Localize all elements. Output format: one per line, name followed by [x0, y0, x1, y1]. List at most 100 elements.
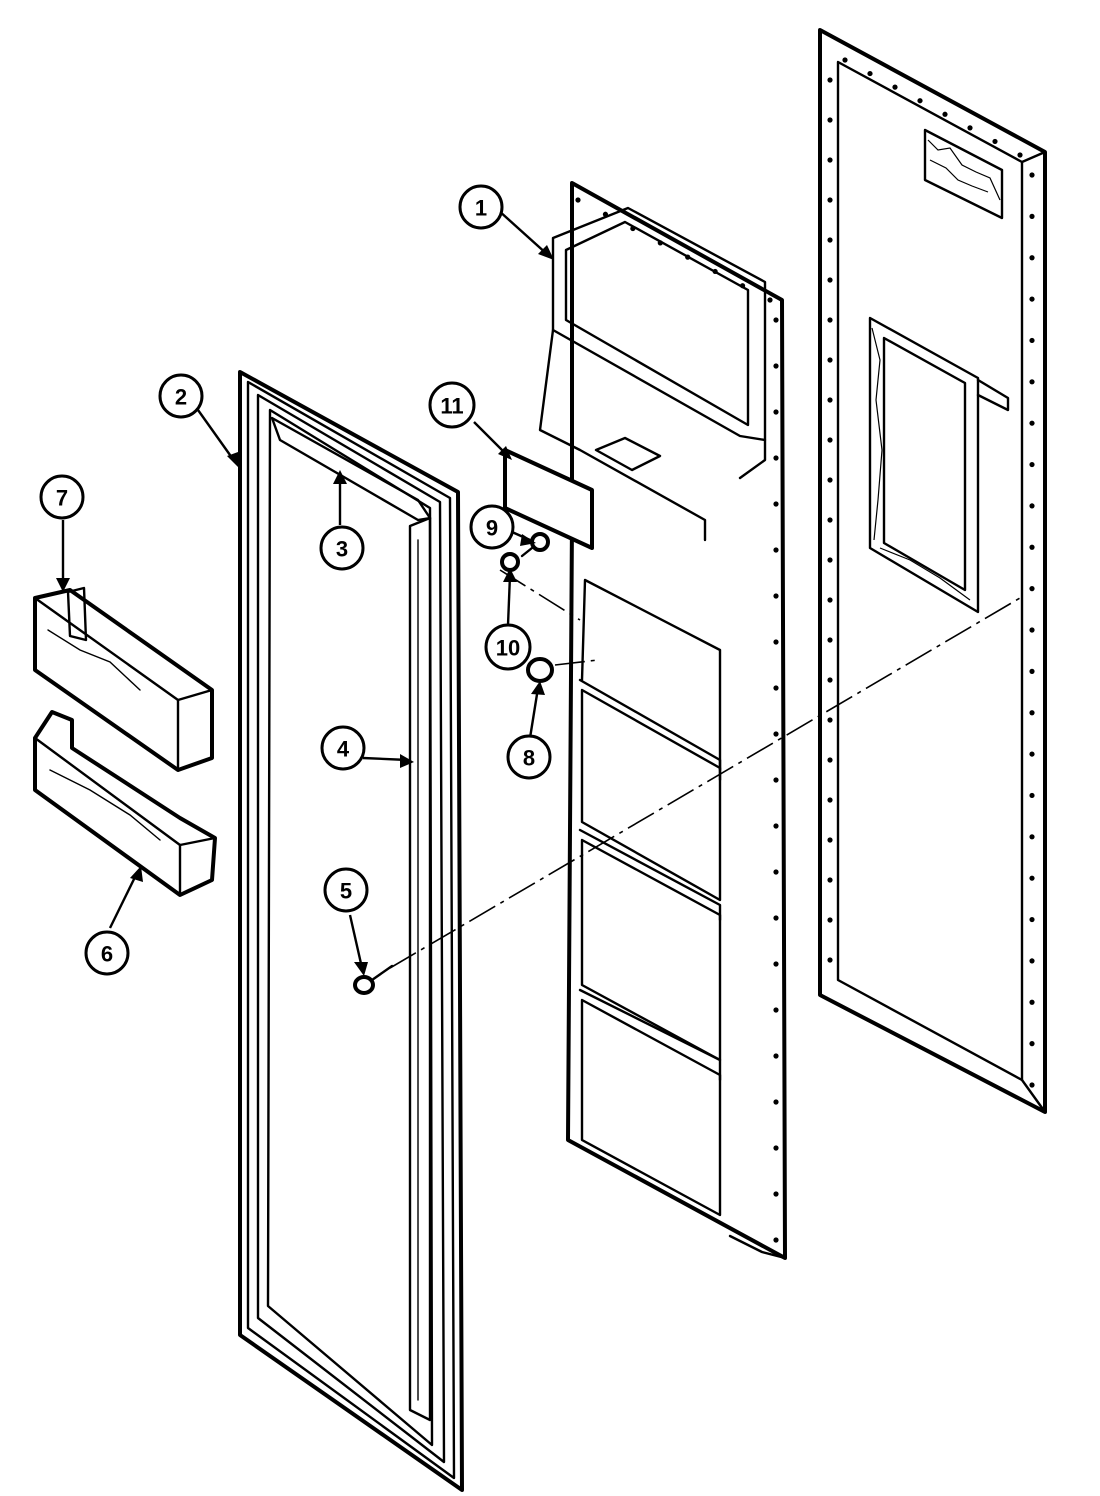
screw-9	[520, 532, 550, 558]
screw-hole	[773, 455, 779, 461]
screw-hole	[827, 277, 833, 283]
screw-hole	[773, 1237, 779, 1243]
door-gasket	[238, 370, 464, 1492]
screw-hole	[602, 211, 609, 217]
screw-hole	[827, 797, 833, 803]
screw-hole	[1029, 958, 1035, 964]
screw-hole	[657, 240, 663, 246]
callout-9: 9	[469, 504, 515, 550]
door-bin-top	[33, 586, 214, 772]
screw-hole	[892, 84, 898, 90]
screw-hole	[773, 501, 779, 507]
screw-hole	[867, 70, 873, 77]
screw-hole	[827, 517, 833, 523]
screw-hole	[1029, 668, 1035, 674]
screw-hole	[1029, 1041, 1035, 1047]
svg-text:5: 5	[340, 879, 352, 904]
callout-5: 5	[323, 867, 369, 913]
screw-hole	[1029, 213, 1035, 219]
plug-button	[526, 657, 554, 683]
screw-hole	[773, 1007, 779, 1013]
screw-hole	[1029, 503, 1035, 509]
svg-text:9: 9	[486, 516, 498, 541]
screw-hole	[827, 877, 833, 883]
screw-hole	[1029, 296, 1035, 302]
screw-hole	[685, 254, 691, 260]
screw-hole	[992, 138, 998, 145]
screw-hole	[767, 297, 773, 303]
screw-hole	[773, 823, 779, 829]
screw-hole	[773, 1191, 779, 1197]
screw-hole	[827, 917, 833, 923]
screw-hole	[1029, 999, 1035, 1005]
screw-hole	[827, 757, 833, 763]
screw-hole	[827, 117, 833, 123]
screw-hole	[827, 677, 833, 683]
screw-hole	[1029, 172, 1035, 178]
screw-hole	[1029, 337, 1035, 344]
screw-hole	[1029, 461, 1035, 468]
screw-hole	[773, 317, 779, 323]
callout-8: 8	[506, 734, 552, 780]
screw-hole	[1029, 751, 1035, 757]
screw-hole	[1029, 379, 1035, 385]
svg-text:1: 1	[475, 196, 487, 221]
screw-hole	[1029, 710, 1035, 716]
screw-hole	[827, 357, 833, 363]
callout-2: 2	[158, 373, 204, 419]
screw-hole	[827, 477, 833, 483]
screw-hole	[773, 363, 779, 369]
svg-text:8: 8	[523, 746, 535, 771]
screw-hole	[773, 869, 779, 875]
screw-hole	[917, 98, 923, 104]
screw-hole	[712, 268, 718, 275]
screw-hole	[1029, 875, 1035, 881]
screw-hole	[773, 593, 779, 599]
screw-hole	[773, 915, 779, 921]
screw-5	[353, 964, 394, 995]
screw-hole	[1029, 916, 1035, 923]
screw-hole	[773, 1099, 779, 1105]
screw-hole	[773, 547, 779, 553]
svg-text:10: 10	[496, 636, 520, 661]
callout-1: 1	[458, 184, 504, 230]
screw-hole	[1029, 544, 1035, 550]
screw-hole	[967, 125, 973, 131]
screw-hole	[942, 111, 948, 117]
screw-hole	[827, 597, 833, 603]
screw-hole	[1029, 586, 1035, 592]
callout-6: 6	[84, 930, 130, 976]
screw-hole	[1029, 834, 1035, 840]
screw-hole	[773, 639, 779, 645]
svg-text:4: 4	[337, 737, 350, 762]
screw-hole	[575, 197, 581, 203]
screw-hole	[827, 837, 833, 843]
screw-hole	[1029, 792, 1035, 799]
screw-hole	[827, 397, 833, 403]
nut-10	[500, 552, 520, 572]
outer-door-panel	[818, 28, 1047, 1114]
screw-hole	[842, 57, 848, 63]
screw-hole	[827, 77, 833, 83]
screw-hole	[827, 637, 833, 643]
screw-hole	[773, 1053, 779, 1059]
screw-hole	[1017, 152, 1023, 158]
screw-hole	[827, 957, 833, 963]
screw-hole	[1029, 420, 1035, 426]
screw-hole	[773, 1145, 779, 1151]
screw-hole	[827, 237, 833, 243]
callout-7: 7	[39, 474, 85, 520]
callout-11: 11	[428, 381, 476, 429]
door-bin-bottom	[33, 710, 217, 897]
callout-10: 10	[484, 623, 532, 671]
screw-hole	[1029, 1082, 1035, 1088]
screw-hole	[773, 777, 779, 783]
svg-text:3: 3	[336, 537, 348, 562]
screw-hole	[827, 437, 833, 443]
screw-hole	[773, 961, 779, 967]
callout-3: 3	[319, 525, 365, 571]
door-liner	[538, 181, 787, 1260]
screw-hole	[630, 225, 636, 232]
callout-leaders	[56, 209, 554, 976]
